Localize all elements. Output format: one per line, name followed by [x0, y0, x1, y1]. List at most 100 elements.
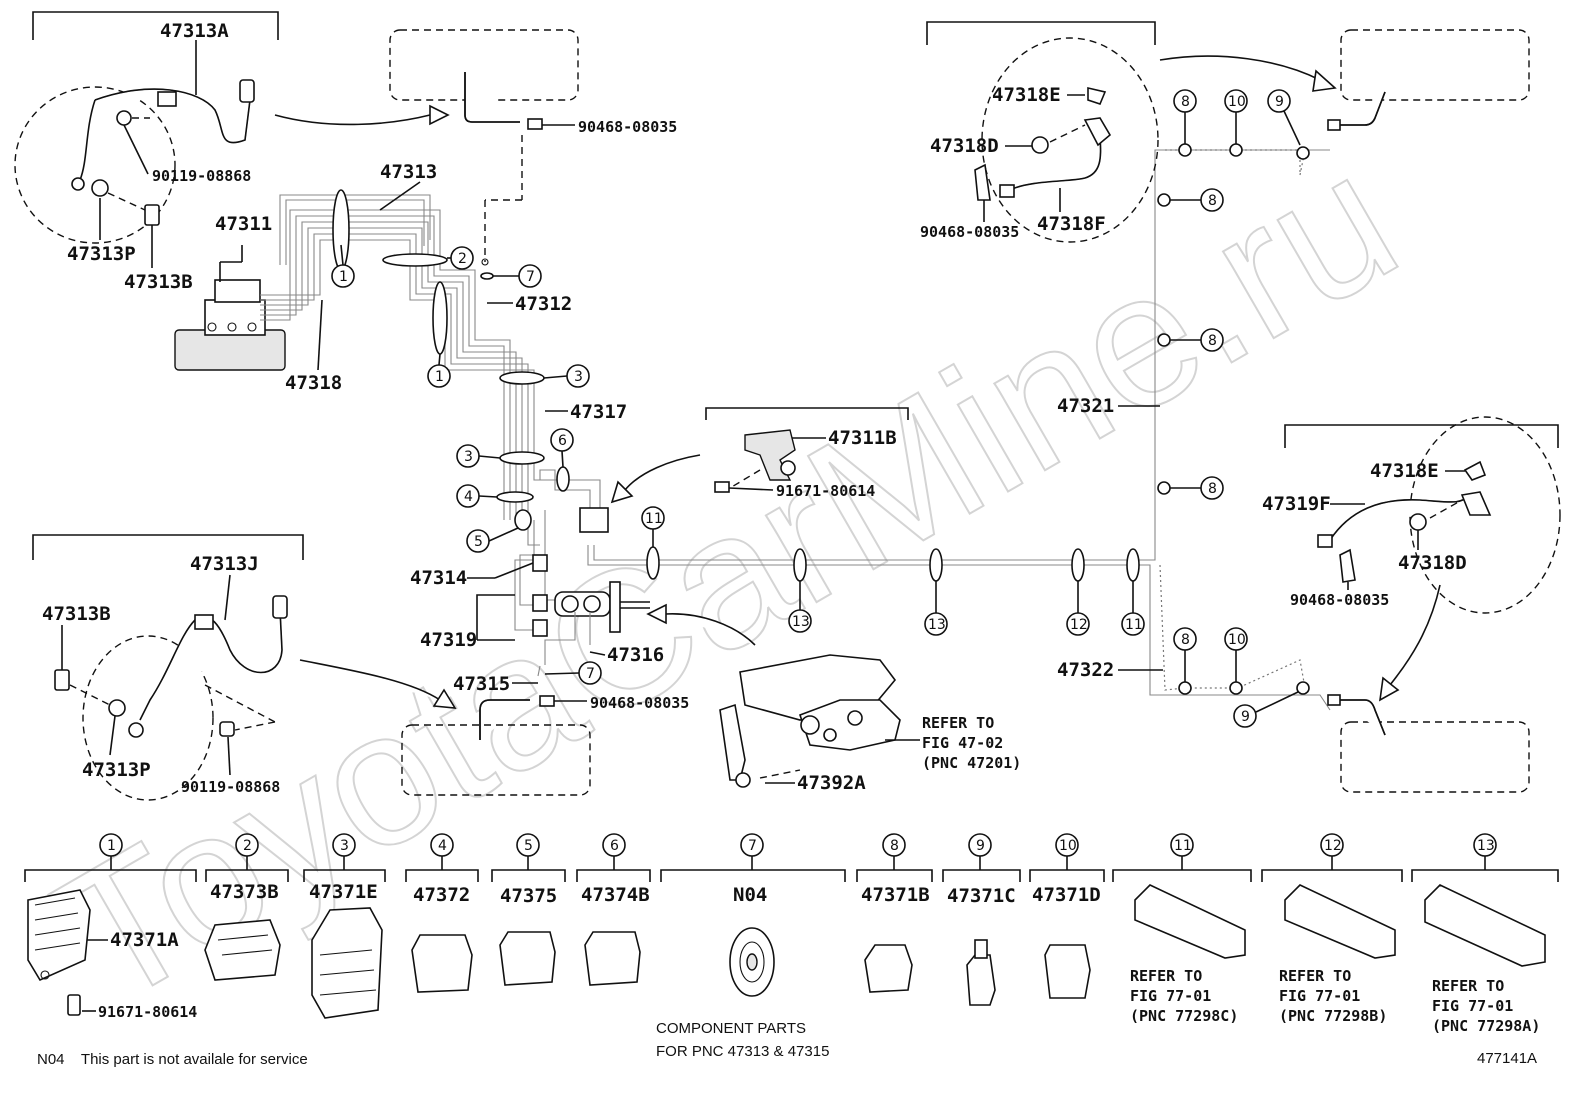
legend: 1 2 3 4 5 6 7 8 9 10 11 12 13 47371A 473… [24, 833, 1559, 1035]
svg-text:4: 4 [464, 489, 473, 505]
svg-text:7: 7 [586, 666, 595, 682]
label-47392A: 47392A [797, 772, 866, 794]
refer-master-1: REFER TO [922, 714, 994, 732]
legend-num-1: 1 [107, 838, 116, 854]
svg-text:11: 11 [1125, 617, 1143, 633]
svg-text:10: 10 [1228, 94, 1246, 110]
component-note-2: FOR PNC 47313 & 47315 [656, 1043, 829, 1060]
svg-text:5: 5 [474, 534, 483, 550]
legend-part-47371C: 47371C [947, 885, 1016, 907]
legend-refer-11: REFER TO [1130, 967, 1202, 985]
label-90468-08035-top: 90468-08035 [578, 118, 677, 136]
svg-text:9: 9 [1275, 94, 1284, 110]
svg-text:12: 12 [1070, 617, 1088, 633]
label-91671-80614: 91671-80614 [776, 482, 875, 500]
legend-part-47372: 47372 [413, 884, 470, 906]
label-47313B-mid: 47313B [42, 603, 111, 625]
label-47317: 47317 [570, 401, 627, 423]
legend-num-9: 9 [976, 838, 985, 854]
legend-refer-12-fig: FIG 77-01 [1279, 987, 1360, 1005]
svg-text:3: 3 [464, 449, 473, 465]
component-note-1: COMPONENT PARTS [656, 1020, 806, 1037]
svg-text:1: 1 [435, 369, 444, 385]
master-cylinder-connectors [532, 554, 650, 677]
label-47318E-top: 47318E [992, 84, 1061, 106]
svg-text:13: 13 [928, 617, 946, 633]
label-47318D-right: 47318D [1398, 552, 1467, 574]
label-47322: 47322 [1057, 659, 1114, 681]
legend-num-13: 13 [1477, 838, 1495, 854]
watermark: ToyotaCarMine.ru [25, 112, 1430, 1045]
legend-num-10: 10 [1059, 838, 1077, 854]
bracket-47311B [714, 429, 796, 493]
label-47316: 47316 [607, 644, 664, 666]
brake-pipe-bundle [260, 149, 1331, 711]
svg-text:1: 1 [339, 269, 348, 285]
label-47318D-top: 47318D [930, 135, 999, 157]
label-47315: 47315 [453, 673, 510, 695]
legend-num-12: 12 [1324, 838, 1342, 854]
hose-47313A-group [14, 11, 279, 268]
master-cylinder [719, 654, 901, 788]
label-47313A: 47313A [160, 20, 229, 42]
svg-text:8: 8 [1181, 632, 1190, 648]
legend-refer-11-fig: FIG 77-01 [1130, 987, 1211, 1005]
legend-refer-11-pnc: (PNC 77298C) [1130, 1007, 1238, 1025]
label-47313B-top: 47313B [124, 271, 193, 293]
legend-num-2: 2 [243, 838, 252, 854]
label-90468-08035-mid: 90468-08035 [590, 694, 689, 712]
legend-part-47371A: 47371A [110, 929, 179, 951]
legend-refer-13: REFER TO [1432, 977, 1504, 995]
label-90119-08868-top: 90119-08868 [152, 167, 251, 185]
legend-num-3: 3 [340, 838, 349, 854]
legend-part-47371D: 47371D [1032, 884, 1101, 906]
label-47313: 47313 [380, 161, 437, 183]
legend-part-47371E: 47371E [309, 881, 378, 903]
svg-text:11: 11 [645, 511, 663, 527]
legend-refer-13-pnc: (PNC 77298A) [1432, 1017, 1540, 1035]
svg-text:9: 9 [1241, 709, 1250, 725]
label-90119-08868-mid: 90119-08868 [181, 778, 280, 796]
svg-text:2: 2 [458, 251, 467, 267]
legend-91671-80614: 91671-80614 [98, 1003, 197, 1021]
footer-note: N04 This part is not availale for servic… [37, 1051, 308, 1068]
legend-num-7: 7 [748, 838, 757, 854]
legend-num-6: 6 [610, 838, 619, 854]
legend-part-47371B: 47371B [861, 884, 930, 906]
label-90468-08035-tr: 90468-08035 [920, 223, 1019, 241]
legend-num-5: 5 [524, 838, 533, 854]
legend-part-47375: 47375 [500, 885, 557, 907]
figure-id: 477141A [1477, 1050, 1537, 1067]
label-47318E-right: 47318E [1370, 460, 1439, 482]
legend-refer-13-fig: FIG 77-01 [1432, 997, 1513, 1015]
label-47313P-top: 47313P [67, 243, 136, 265]
label-47311: 47311 [215, 213, 272, 235]
svg-text:8: 8 [1208, 481, 1217, 497]
label-47319: 47319 [420, 629, 477, 651]
label-47312: 47312 [515, 293, 572, 315]
refer-master-3: (PNC 47201) [922, 754, 1021, 772]
label-90468-08035-right: 90468-08035 [1290, 591, 1389, 609]
legend-num-8: 8 [890, 838, 899, 854]
svg-text:8: 8 [1208, 333, 1217, 349]
svg-text:7: 7 [526, 269, 535, 285]
legend-refer-12: REFER TO [1279, 967, 1351, 985]
label-47321: 47321 [1057, 395, 1114, 417]
label-47314: 47314 [410, 567, 467, 589]
abs-actuator-group [174, 245, 286, 371]
svg-text:6: 6 [558, 433, 567, 449]
label-47318F: 47318F [1037, 213, 1106, 235]
svg-text:3: 3 [574, 369, 583, 385]
label-47318: 47318 [285, 372, 342, 394]
legend-num-11: 11 [1174, 838, 1192, 854]
svg-text:8: 8 [1208, 193, 1217, 209]
label-47311B: 47311B [828, 427, 897, 449]
svg-text:8: 8 [1181, 94, 1190, 110]
svg-text:10: 10 [1228, 632, 1246, 648]
legend-part-47374B: 47374B [581, 884, 650, 906]
label-47313P-mid: 47313P [82, 759, 151, 781]
label-47313J: 47313J [190, 553, 259, 575]
svg-text:13: 13 [792, 614, 810, 630]
